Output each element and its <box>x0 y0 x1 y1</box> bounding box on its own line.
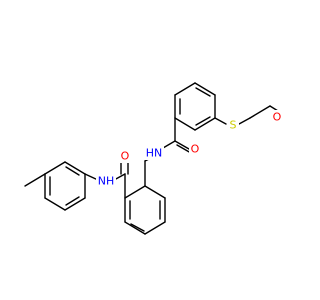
bond <box>214 117 227 125</box>
molecule-structure: S O O HN O NH <box>24 82 283 235</box>
bond <box>44 197 66 211</box>
atom-bg <box>189 142 201 156</box>
amide-oxygen-label: O <box>121 150 130 163</box>
bond-inner <box>195 116 211 126</box>
amide-nitrogen-label: HN <box>146 147 163 160</box>
bond <box>84 173 99 181</box>
atom-bg <box>144 146 164 160</box>
atom-bg <box>119 149 131 163</box>
bond <box>174 140 190 150</box>
bond-inner <box>195 87 211 97</box>
bond <box>194 82 216 96</box>
atom-bg <box>227 118 239 132</box>
bond <box>174 117 196 131</box>
atom-bg <box>271 110 283 124</box>
atom-bg <box>96 174 116 188</box>
sulfur-atom-label: S <box>230 119 237 132</box>
bond <box>24 173 46 187</box>
atom-label-layer: S O O HN O NH <box>96 110 283 188</box>
bond <box>144 185 166 199</box>
bond <box>176 144 192 154</box>
bond <box>249 105 271 119</box>
bond <box>174 82 196 96</box>
bond <box>64 197 86 211</box>
amide-oxygen-label: O <box>191 143 200 156</box>
bond <box>44 161 66 175</box>
methoxy-oxygen-label: O <box>273 111 282 124</box>
bond <box>238 117 251 125</box>
bond <box>64 161 86 175</box>
bond-inner <box>65 166 80 176</box>
bond <box>144 221 166 235</box>
bond-inner <box>130 223 145 232</box>
bond-inner <box>65 196 80 206</box>
amide-nitrogen-label: NH <box>98 175 115 188</box>
bond <box>194 117 216 131</box>
bond <box>124 221 146 235</box>
bond <box>124 185 146 199</box>
bond <box>162 140 176 149</box>
bond-layer <box>24 82 279 235</box>
